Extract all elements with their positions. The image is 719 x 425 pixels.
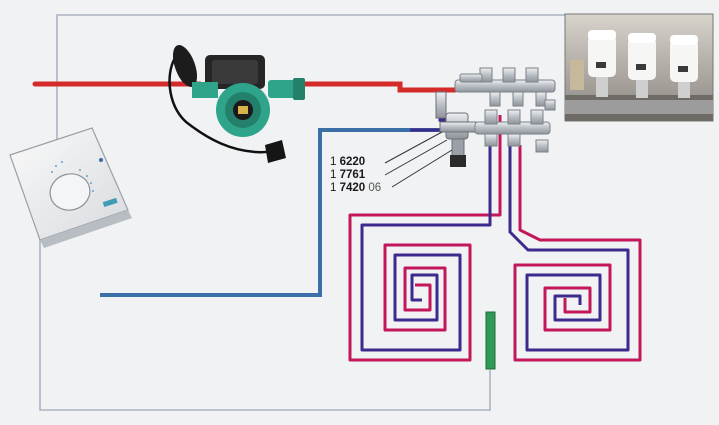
floor-sensor-icon: [485, 311, 496, 370]
actuator-photo-icon: [564, 13, 714, 122]
floor-loop-right-hot: [513, 145, 642, 362]
manifold-icon: [454, 67, 556, 153]
part-code-3-suffix: 06: [368, 182, 382, 194]
part-code-3-prefix: 1: [330, 182, 337, 194]
return-pipe-cold: [100, 128, 445, 297]
mixing-valve-icon: [435, 91, 477, 167]
floor-loop-left-hot: [348, 115, 502, 362]
floor-loop-left-return: [360, 115, 492, 352]
part-code-3-number: 7420: [339, 182, 366, 194]
part-code-1: 1 6220: [330, 156, 365, 169]
leader-lines: [384, 131, 453, 188]
supply-pipe-hot: [32, 81, 458, 93]
circulation-pump-icon: [168, 45, 305, 163]
part-code-1-prefix: 1: [330, 156, 337, 168]
floor-loop-right-return: [508, 145, 630, 352]
thermostat-icon: [9, 127, 132, 248]
part-code-2: 1 7761: [330, 169, 365, 182]
part-code-2-number: 7761: [339, 169, 366, 181]
part-code-2-prefix: 1: [330, 169, 337, 181]
part-code-1-number: 6220: [339, 156, 366, 168]
part-code-3: 1 7420 06: [330, 182, 381, 195]
thermostat-wire: [39, 14, 565, 411]
